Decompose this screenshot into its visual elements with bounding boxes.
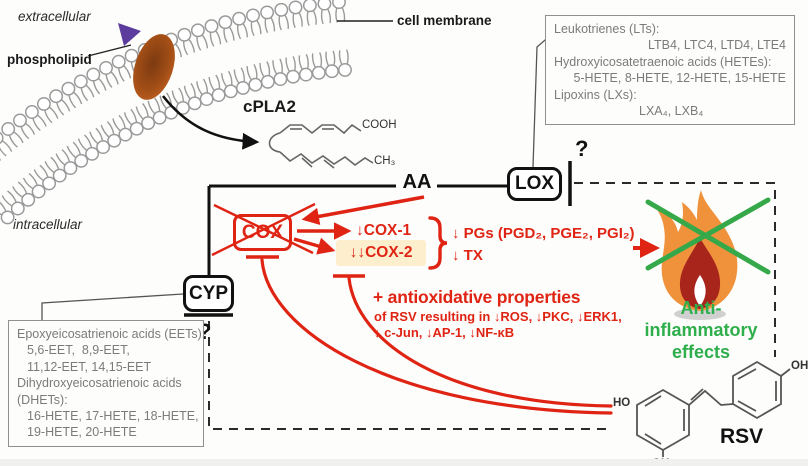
aa-branch-lines bbox=[207, 184, 508, 276]
intracellular-label: intracellular bbox=[13, 217, 83, 232]
antioxidative-line1: of RSV resulting in ↓ROS, ↓PKC, ↓ERK1, bbox=[374, 309, 622, 324]
cyp-box-connector bbox=[41, 293, 184, 321]
cox-box: COX bbox=[233, 214, 292, 251]
lox-products-line: 5-HETE, 8-HETE, 12-HETE, 15-HETE bbox=[573, 71, 786, 86]
anti-inflammatory-label: Anti- inflammatory effects bbox=[640, 297, 762, 363]
anti-inflammatory-line1: Anti- bbox=[680, 298, 722, 318]
rsv-to-cox-curve bbox=[260, 258, 613, 415]
aa-label: AA bbox=[402, 171, 432, 193]
cox2-highlight: ↓↓COX-2 bbox=[336, 240, 426, 266]
page-edge-strip bbox=[0, 459, 808, 466]
tx-label: ↓ TX bbox=[452, 247, 483, 264]
cyp-products-box: Epoxyeicosatrienoic acids (EETs): 5,6-EE… bbox=[8, 320, 206, 447]
rsv-ho-label: HO bbox=[613, 397, 631, 409]
lox-products-line: LTB4, LTC4, LTD4, LTE4 bbox=[647, 38, 786, 53]
cell-membrane-label: cell membrane bbox=[397, 13, 492, 28]
pgs-label: ↓ PGs (PGD₂, PGE₂, PGI₂) bbox=[452, 225, 635, 242]
phospholipid-label: phospholipid bbox=[7, 52, 92, 67]
cyp-products-line: 11,12-EET, 14,15-EET bbox=[27, 359, 152, 374]
red-pathway bbox=[211, 195, 660, 415]
inflammation-flame-icon bbox=[656, 190, 738, 320]
cox1-label: ↓COX-1 bbox=[356, 222, 412, 239]
lox-products-line: Hydroxyicosatetraenoic acids (HETEs): bbox=[554, 54, 772, 69]
rsv-dashed-connections bbox=[208, 182, 776, 430]
extracellular-label: extracellular bbox=[18, 9, 91, 24]
anti-inflammatory-line2: inflammatory bbox=[644, 320, 758, 340]
cox-cross-line-2 bbox=[211, 202, 316, 257]
lox-box: LOX bbox=[507, 167, 562, 201]
cyp-box: CYP bbox=[183, 275, 234, 312]
antioxidative-title: + antioxidative properties bbox=[373, 287, 581, 307]
ligand-triangle-icon bbox=[118, 23, 141, 46]
cooh-label: COOH bbox=[362, 119, 397, 131]
lox-question-mark: ? bbox=[575, 136, 589, 161]
resveratrol-structure bbox=[636, 360, 791, 457]
lox-products-line: Leukotrienes (LTs): bbox=[554, 22, 660, 36]
cox2-label: ↓↓COX-2 bbox=[349, 244, 413, 261]
cyp-products-line: 5,6-EET, 8,9-EET, bbox=[27, 343, 130, 358]
lox-products-box: Leukotrienes (LTs): LTB4, LTC4, LTD4, LT… bbox=[545, 15, 795, 126]
anti-inflammatory-line3: effects bbox=[671, 342, 731, 362]
rsv-to-cox2-curve bbox=[347, 276, 613, 408]
lox-products-line: LXA₄, LXB₄ bbox=[639, 104, 704, 119]
antioxidative-line2: ↓ c-Jun, ↓AP-1, ↓NF-κB bbox=[374, 325, 515, 340]
rsv-label: RSV bbox=[720, 425, 764, 448]
cyp-products-line: Epoxyeicosatrienoic acids (EETs): bbox=[17, 327, 206, 341]
green-cross-icon bbox=[645, 197, 771, 275]
lox-products-line: Lipoxins (LXs): bbox=[554, 87, 637, 102]
cyp-products-line: Dihydroxyeicosatrienoic acids bbox=[17, 376, 182, 391]
curly-brace bbox=[428, 216, 448, 270]
cyp-products-line: 19-HETE, 20-HETE bbox=[27, 425, 137, 440]
cyp-products-line: 16-HETE, 17-HETE, 18-HETE, bbox=[27, 409, 199, 424]
ch3-label: CH₃ bbox=[374, 155, 396, 167]
cpla2-label: cPLA2 bbox=[243, 97, 296, 116]
arachidonic-acid-structure bbox=[268, 123, 374, 169]
cell-membrane-bilayer bbox=[0, 0, 352, 225]
phospholipid-protein-icon bbox=[133, 34, 175, 100]
rsv-oh-top-label: OH bbox=[791, 360, 808, 372]
phospholipid-pointer-line bbox=[87, 44, 132, 57]
cyp-products-line: (DHETs): bbox=[17, 392, 68, 407]
cpla2-arrow bbox=[161, 95, 260, 150]
cox-to-cox2-arrow bbox=[293, 237, 336, 255]
